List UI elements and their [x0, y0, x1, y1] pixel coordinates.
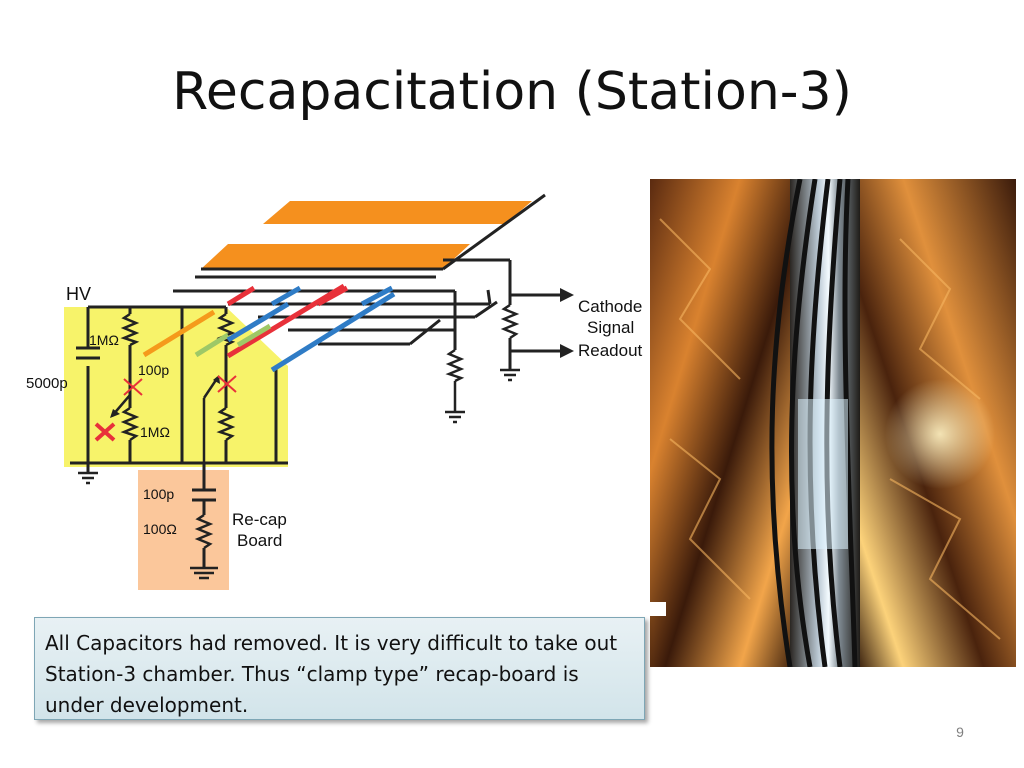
cathode-readout-label-line2: Signal — [587, 318, 634, 337]
recap-board-label-line2: Board — [237, 531, 282, 550]
res-1m-bottom-label: 1MΩ — [140, 424, 170, 440]
res-1m-top-label: 1MΩ — [89, 332, 119, 348]
cap-100p-board-label: 100p — [143, 486, 174, 502]
note-box: All Capacitors had removed. It is very d… — [34, 617, 645, 720]
note-text: All Capacitors had removed. It is very d… — [45, 631, 618, 717]
page-number: 9 — [956, 724, 964, 740]
res-100-board-label: 100Ω — [143, 521, 177, 537]
hv-label: HV — [66, 284, 91, 304]
cathode-plate-bottom — [201, 244, 470, 269]
cathode-readout-label-line3: Readout — [578, 341, 643, 360]
hv-region — [64, 307, 288, 467]
photo-corner-mask — [648, 602, 666, 616]
cathode-readout-label-line1: Cathode — [578, 297, 642, 316]
cathode-plate-top — [263, 201, 532, 224]
recap-board-label-line1: Re-cap — [232, 510, 287, 529]
slide-title: Recapacitation (Station-3) — [172, 62, 852, 122]
cap-100p-top-label: 100p — [138, 362, 169, 378]
chamber-photo — [650, 179, 1016, 667]
cap-5000p-label: 5000p — [26, 375, 68, 392]
circuit-diagram: HV 5000p 1MΩ 100p 1MΩ 100p 100Ω Re-cap B… — [26, 193, 643, 590]
